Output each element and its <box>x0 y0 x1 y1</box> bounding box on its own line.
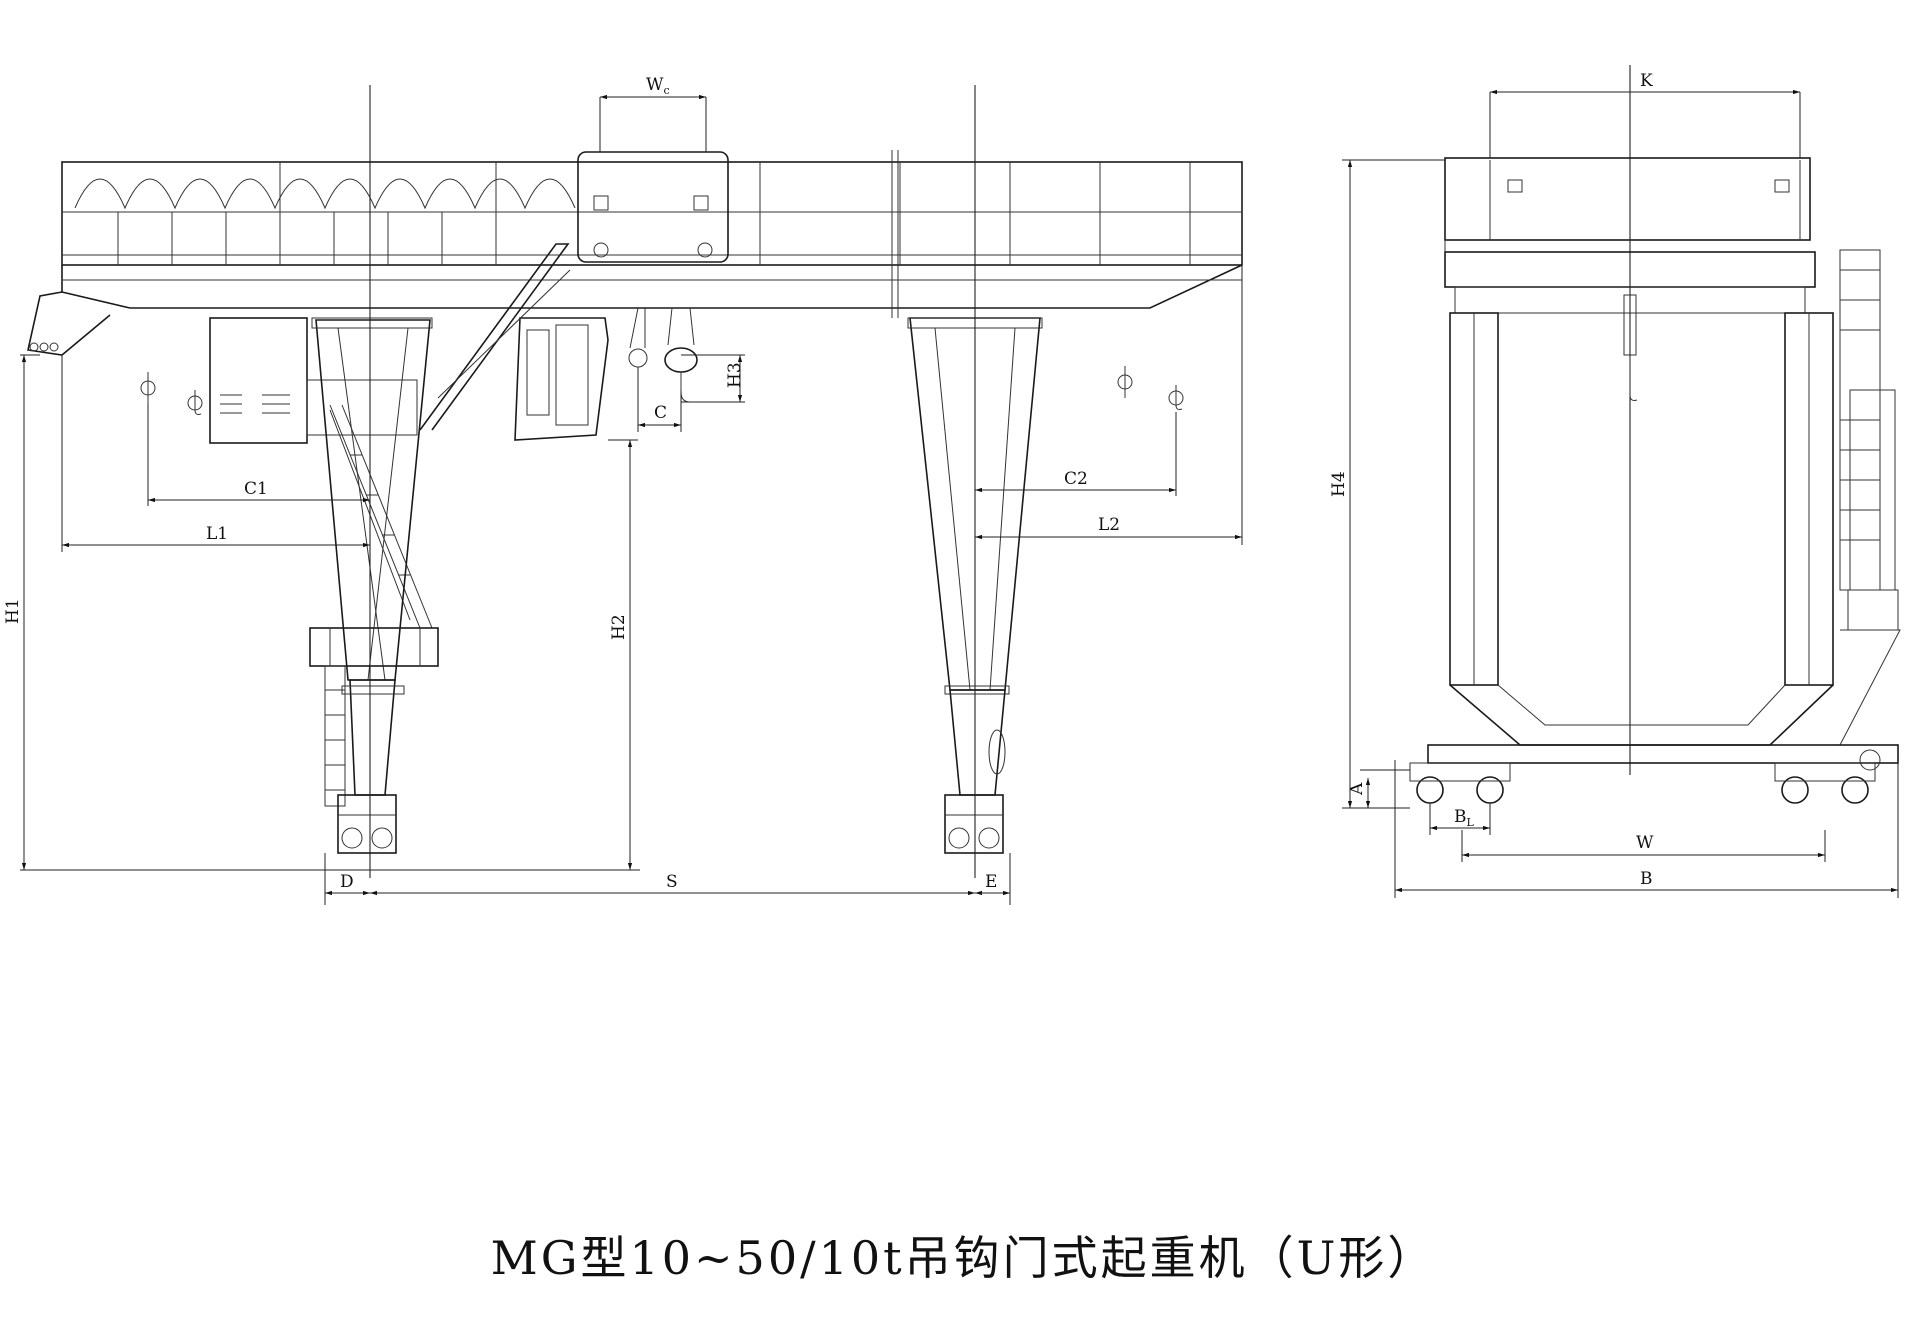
front-dimension-labels: Wc C1 L1 C2 L2 C H3 H2 H1 D S E <box>3 75 1120 892</box>
dim-label-c: C <box>654 403 667 423</box>
dim-label-l2: L2 <box>1098 515 1120 535</box>
dim-label-bl: BL <box>1454 807 1475 829</box>
dim-label-h2: H2 <box>609 614 629 640</box>
dim-label-s: S <box>666 872 678 892</box>
side-dimension-labels: K H4 A BL W B <box>1329 71 1654 889</box>
operator-cab <box>209 317 609 444</box>
drawing-title: MG型10~50/10t吊钩门式起重机（U形） <box>490 1231 1437 1285</box>
dim-label-b: B <box>1640 869 1653 889</box>
access-stairs <box>329 243 571 629</box>
side-view: K H4 A BL W B <box>1329 65 1901 898</box>
trolley <box>577 151 729 263</box>
right-leg <box>907 317 1043 854</box>
dim-label-d: D <box>340 872 354 892</box>
dim-label-w: W <box>1636 833 1654 853</box>
front-view: Wc C1 L1 C2 L2 C H3 H2 H1 D S E <box>3 75 1243 905</box>
dim-label-l1: L1 <box>206 524 228 544</box>
dim-label-h1: H1 <box>3 598 23 624</box>
hook-limit-symbols <box>140 366 1184 415</box>
side-dimensions <box>1342 89 1899 898</box>
front-dimensions <box>20 94 1243 905</box>
dim-label-h3: H3 <box>725 362 745 388</box>
main-girder <box>27 150 1243 356</box>
dim-label-c1: C1 <box>244 479 268 499</box>
dim-label-c2: C2 <box>1064 469 1088 489</box>
dim-label-e: E <box>985 872 997 892</box>
center-lines <box>369 85 976 878</box>
left-leg <box>309 317 439 854</box>
dim-label-a: A <box>1347 782 1367 796</box>
dim-label-wc: Wc <box>646 75 670 97</box>
dim-label-k: K <box>1640 71 1653 91</box>
dim-label-h4: H4 <box>1329 471 1349 497</box>
